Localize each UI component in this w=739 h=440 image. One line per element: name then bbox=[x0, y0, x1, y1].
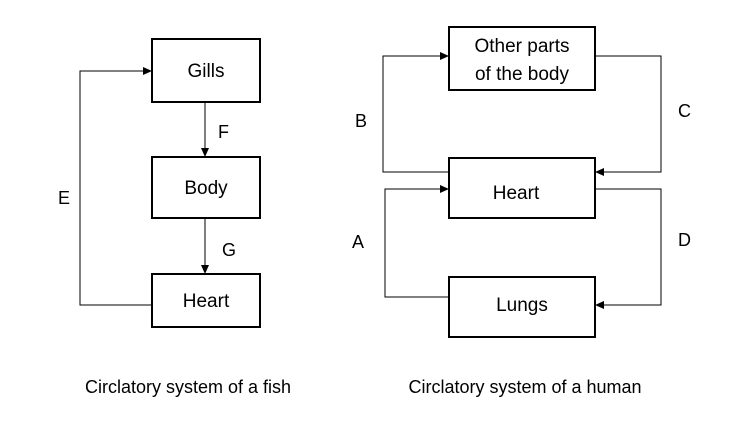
human-label-d: D bbox=[678, 230, 691, 250]
fish-body-label: Body bbox=[184, 178, 228, 199]
fish-heart-box bbox=[151, 273, 261, 328]
fish-gills-label: Gills bbox=[188, 61, 225, 82]
fish-diagram: Gills Body Heart F G E Circlatory system… bbox=[58, 38, 291, 397]
human-arrow-a bbox=[384, 185, 449, 298]
fish-arrow-g bbox=[201, 218, 209, 274]
fish-caption: Circlatory system of a fish bbox=[85, 377, 291, 397]
fish-label-f: F bbox=[218, 122, 229, 142]
human-label-a: A bbox=[352, 232, 364, 252]
fish-body-box bbox=[151, 156, 261, 219]
human-heart-label: Heart bbox=[493, 183, 540, 204]
human-other-parts-label-line2: of the body bbox=[475, 64, 570, 85]
human-caption: Circlatory system of a human bbox=[408, 377, 641, 397]
fish-arrow-e bbox=[79, 67, 152, 306]
human-heart-box bbox=[448, 157, 596, 219]
human-arrow-d bbox=[595, 188, 662, 309]
fish-heart-label: Heart bbox=[183, 291, 230, 312]
human-other-parts-box bbox=[448, 26, 596, 91]
human-lungs-label: Lungs bbox=[496, 295, 548, 316]
human-arrow-b bbox=[382, 52, 449, 173]
human-label-c: C bbox=[678, 101, 691, 121]
fish-gills-box bbox=[151, 38, 261, 103]
human-lungs-box bbox=[448, 276, 596, 338]
fish-label-g: G bbox=[222, 240, 236, 260]
fish-arrow-f bbox=[201, 102, 209, 157]
human-other-parts-label-line1: Other parts bbox=[474, 36, 569, 57]
human-diagram: Other parts of the body Heart Lungs B C … bbox=[352, 26, 691, 397]
human-arrow-c bbox=[595, 55, 662, 176]
human-label-b: B bbox=[355, 111, 367, 131]
fish-label-e: E bbox=[58, 188, 70, 208]
